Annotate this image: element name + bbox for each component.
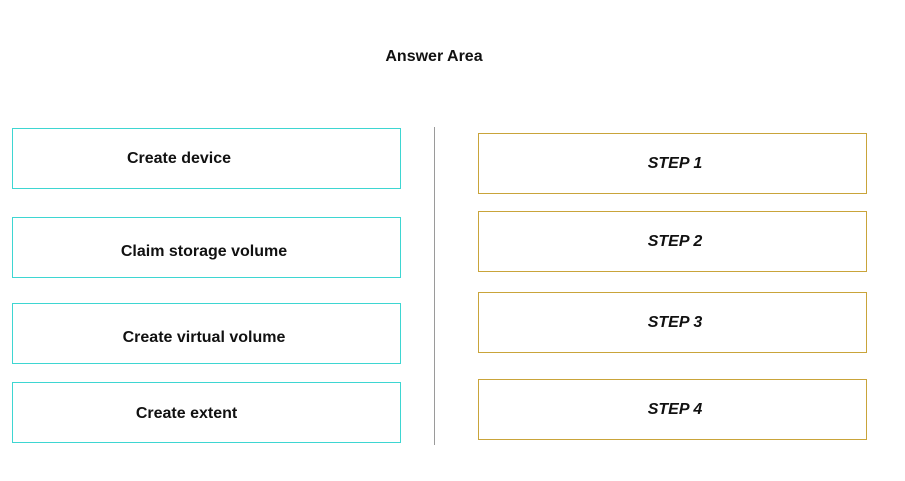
target-slot-label: STEP 4 [647,400,703,418]
target-slot-step-3[interactable]: STEP 3 [478,292,867,353]
source-item-label: Claim storage volume [120,243,288,260]
source-item-create-device[interactable]: Create device [12,128,401,189]
source-item-label: Create extent [135,404,238,422]
source-item-create-virtual-volume[interactable]: Create virtual volume [12,303,401,364]
target-slot-label: STEP 3 [647,313,703,331]
answer-area-title: Answer Area [385,48,483,65]
target-slot-step-4[interactable]: STEP 4 [478,379,867,440]
source-item-label: Create device [126,149,232,167]
source-item-create-extent[interactable]: Create extent [12,382,401,443]
target-slot-label: STEP 1 [647,154,703,172]
target-slot-step-2[interactable]: STEP 2 [478,211,867,272]
source-item-claim-storage-volume[interactable]: Claim storage volume [12,217,401,278]
target-slot-step-1[interactable]: STEP 1 [478,133,867,194]
source-item-label: Create virtual volume [122,329,286,346]
target-slot-label: STEP 2 [647,232,703,250]
column-divider [434,127,435,445]
